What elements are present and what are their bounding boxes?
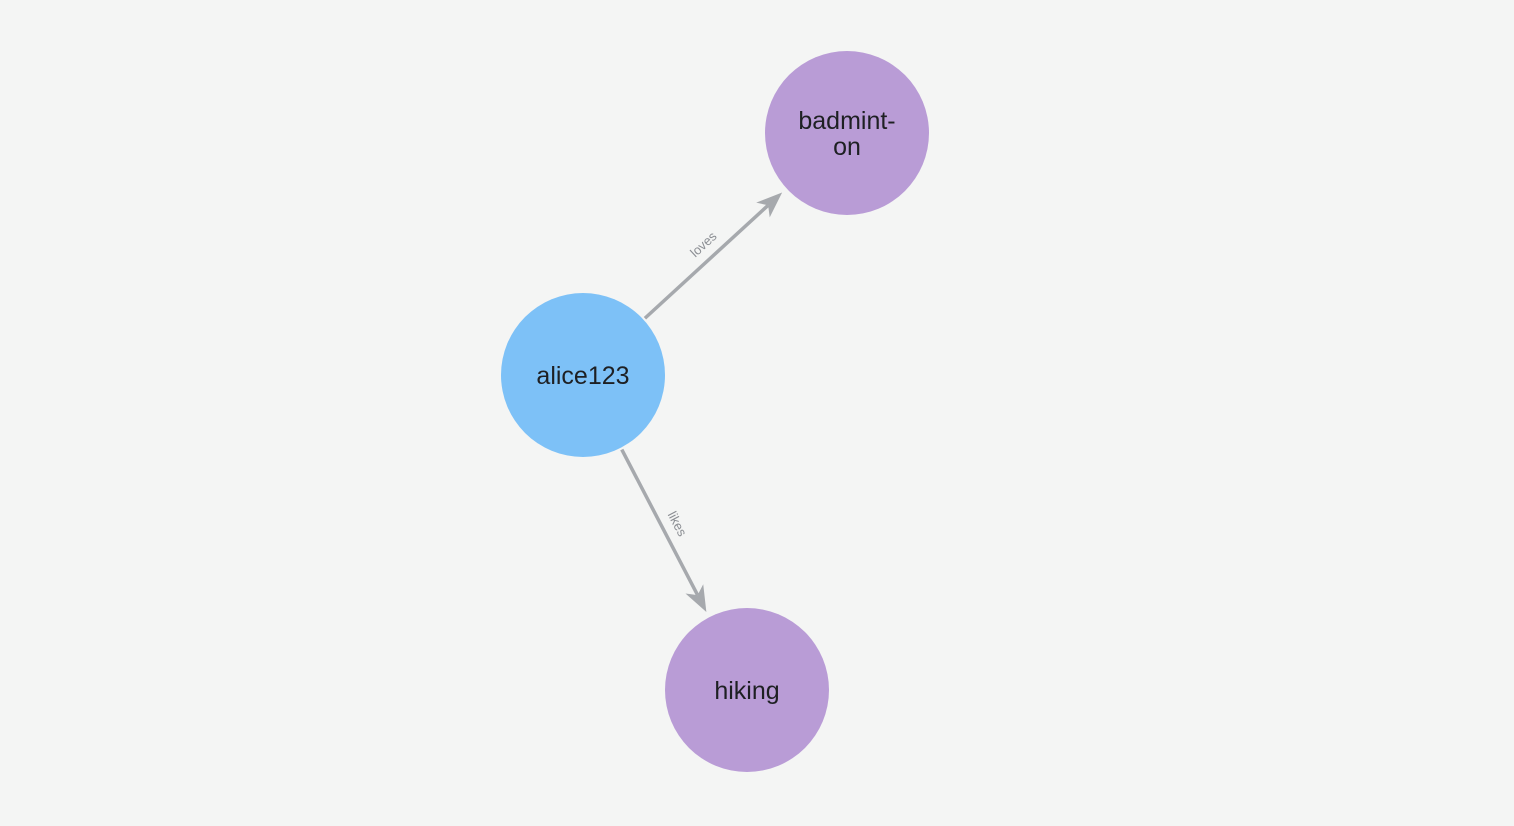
- graph-node-alice123[interactable]: [501, 293, 665, 457]
- node-label: hiking: [714, 677, 779, 705]
- arrowhead-icon: [685, 584, 707, 612]
- graph-node-hiking[interactable]: [665, 608, 829, 772]
- edge-line-alice123-hiking[interactable]: [620, 448, 700, 596]
- arrowhead-icon: [756, 192, 783, 218]
- edge-label: likes: [665, 509, 691, 539]
- edge-line-alice123-badminton[interactable]: [643, 204, 770, 320]
- node-label: alice123: [536, 362, 629, 390]
- node-label: badmint-on: [798, 107, 895, 161]
- graph-node-badminton[interactable]: [765, 51, 929, 215]
